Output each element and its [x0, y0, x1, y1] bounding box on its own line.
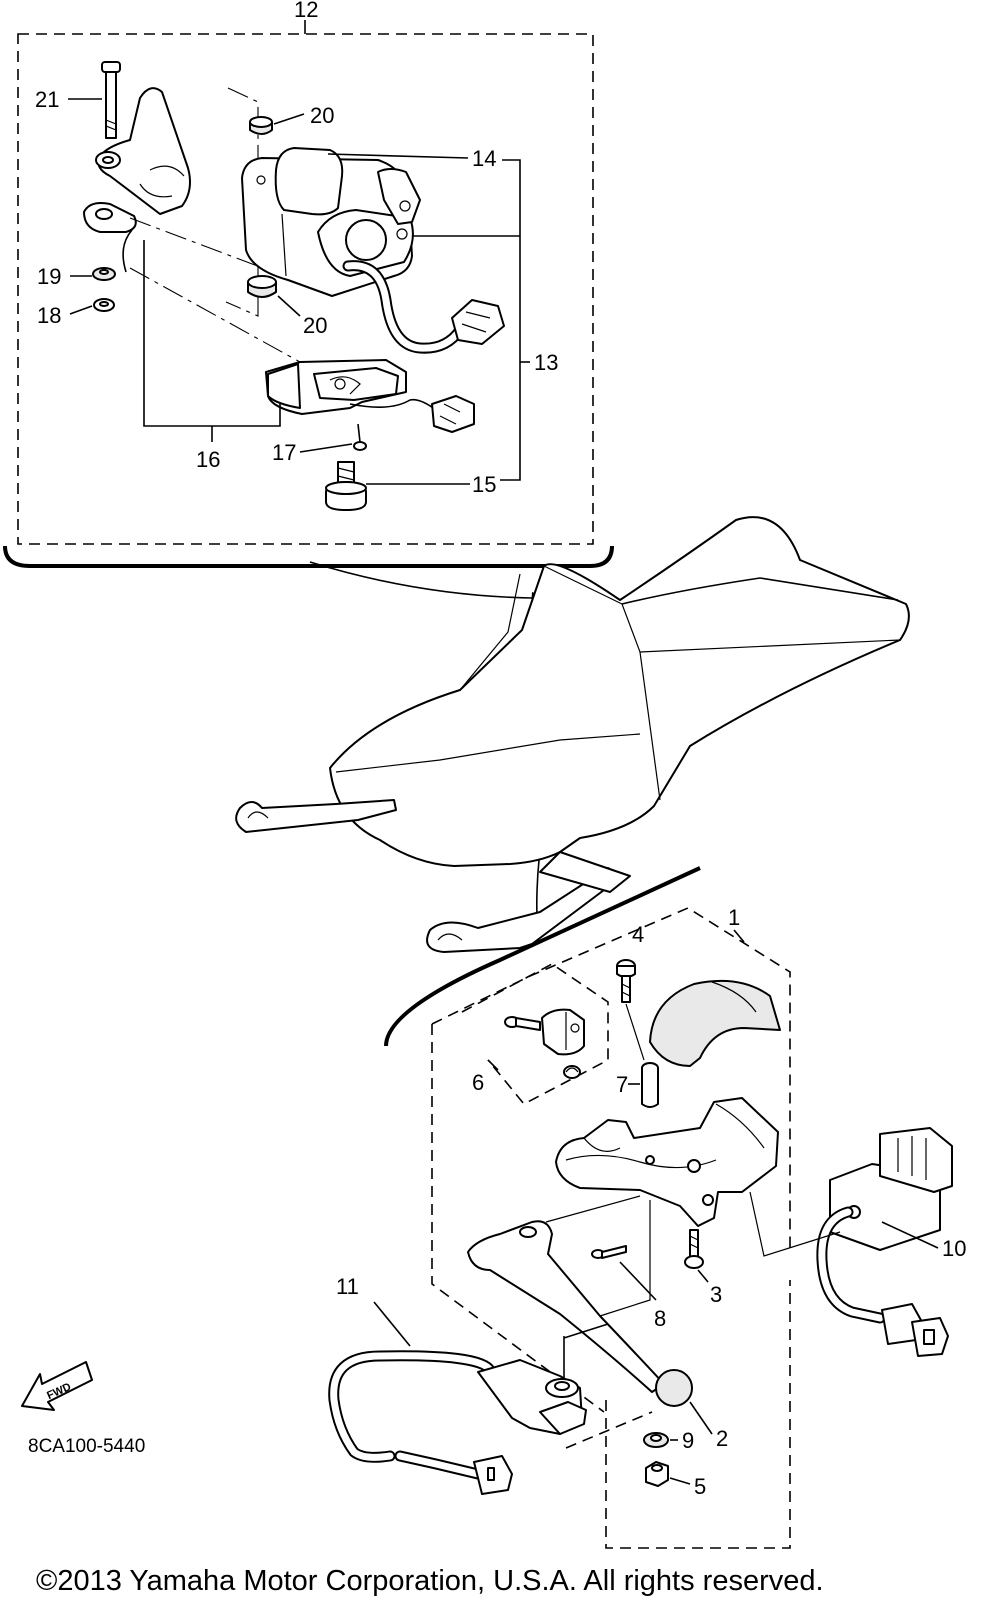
- washer-19: [92, 267, 116, 281]
- lock-washer-18: [93, 298, 115, 312]
- callout-12: 12: [294, 0, 318, 22]
- fwd-arrow-icon: FWD: [21, 1361, 93, 1411]
- callout-4: 4: [632, 922, 644, 947]
- bolt-21: [101, 61, 121, 139]
- assembly-1: 1 6 4: [328, 905, 966, 1549]
- bolt-15: [325, 461, 367, 511]
- callout-11: 11: [336, 1274, 359, 1299]
- callout-16: 16: [196, 447, 220, 472]
- nut-5: [645, 1461, 669, 1487]
- callout-5: 5: [694, 1474, 706, 1499]
- assembly-1-frame-upper: [431, 907, 791, 1252]
- inset-underline: [3, 545, 614, 568]
- collar-7: [641, 1062, 659, 1108]
- bolt-3: [684, 1229, 704, 1269]
- snowmobile-body: [235, 516, 910, 953]
- callout-21: 21: [35, 87, 59, 112]
- callout-3: 3: [710, 1282, 722, 1307]
- callout-20-lower: 20: [303, 313, 327, 338]
- callout-13: 13: [534, 350, 558, 375]
- screw-6: [504, 1016, 541, 1031]
- callout-19: 19: [37, 264, 61, 289]
- callout-18: 18: [37, 303, 61, 328]
- spring-6: [563, 1065, 581, 1079]
- bolt-4: [616, 959, 636, 1003]
- callout-17: 17: [272, 440, 296, 465]
- inset-frame: [17, 33, 594, 545]
- screw-17: [353, 423, 367, 451]
- nut-guide-line: [565, 1411, 653, 1449]
- grommet-20-upper: [249, 116, 273, 135]
- lever-bracket: [555, 1097, 779, 1227]
- assembly-1-frame-lower: [431, 1024, 605, 1413]
- lever-cover: [649, 979, 781, 1067]
- callout-20-upper: 20: [310, 103, 334, 128]
- switch-unit-16: [265, 359, 475, 433]
- callout-14: 14: [472, 146, 496, 171]
- assembly-divider: [384, 866, 701, 1047]
- washer-9: [643, 1432, 669, 1448]
- assembly-1-frame-right: [605, 1280, 791, 1549]
- block-6: [541, 1008, 585, 1056]
- bracket-13: [500, 159, 521, 481]
- subassembly-6-frame: [461, 963, 609, 1106]
- callout-8: 8: [654, 1306, 666, 1331]
- grommet-20-lower: [247, 275, 277, 298]
- callout-15: 15: [472, 472, 496, 497]
- callout-1: 1: [728, 905, 740, 930]
- part-code: 8CA100-5440: [28, 1436, 145, 1457]
- callout-10: 10: [942, 1236, 966, 1261]
- inset-assembly-12: 12 21 19: [3, 0, 614, 568]
- switch-11: [328, 1350, 587, 1495]
- callout-6: 6: [472, 1070, 484, 1095]
- callout-7: 7: [616, 1072, 628, 1097]
- callout-9: 9: [682, 1428, 694, 1453]
- screw-8: [591, 1245, 627, 1259]
- bracket-upper: [83, 87, 191, 273]
- receiver-unit-14: [241, 147, 505, 354]
- brake-lever-2: [467, 1220, 693, 1407]
- callout-2: 2: [716, 1426, 728, 1451]
- copyright-notice: ©2013 Yamaha Motor Corporation, U.S.A. A…: [36, 1565, 824, 1597]
- switch-10: [816, 1127, 953, 1357]
